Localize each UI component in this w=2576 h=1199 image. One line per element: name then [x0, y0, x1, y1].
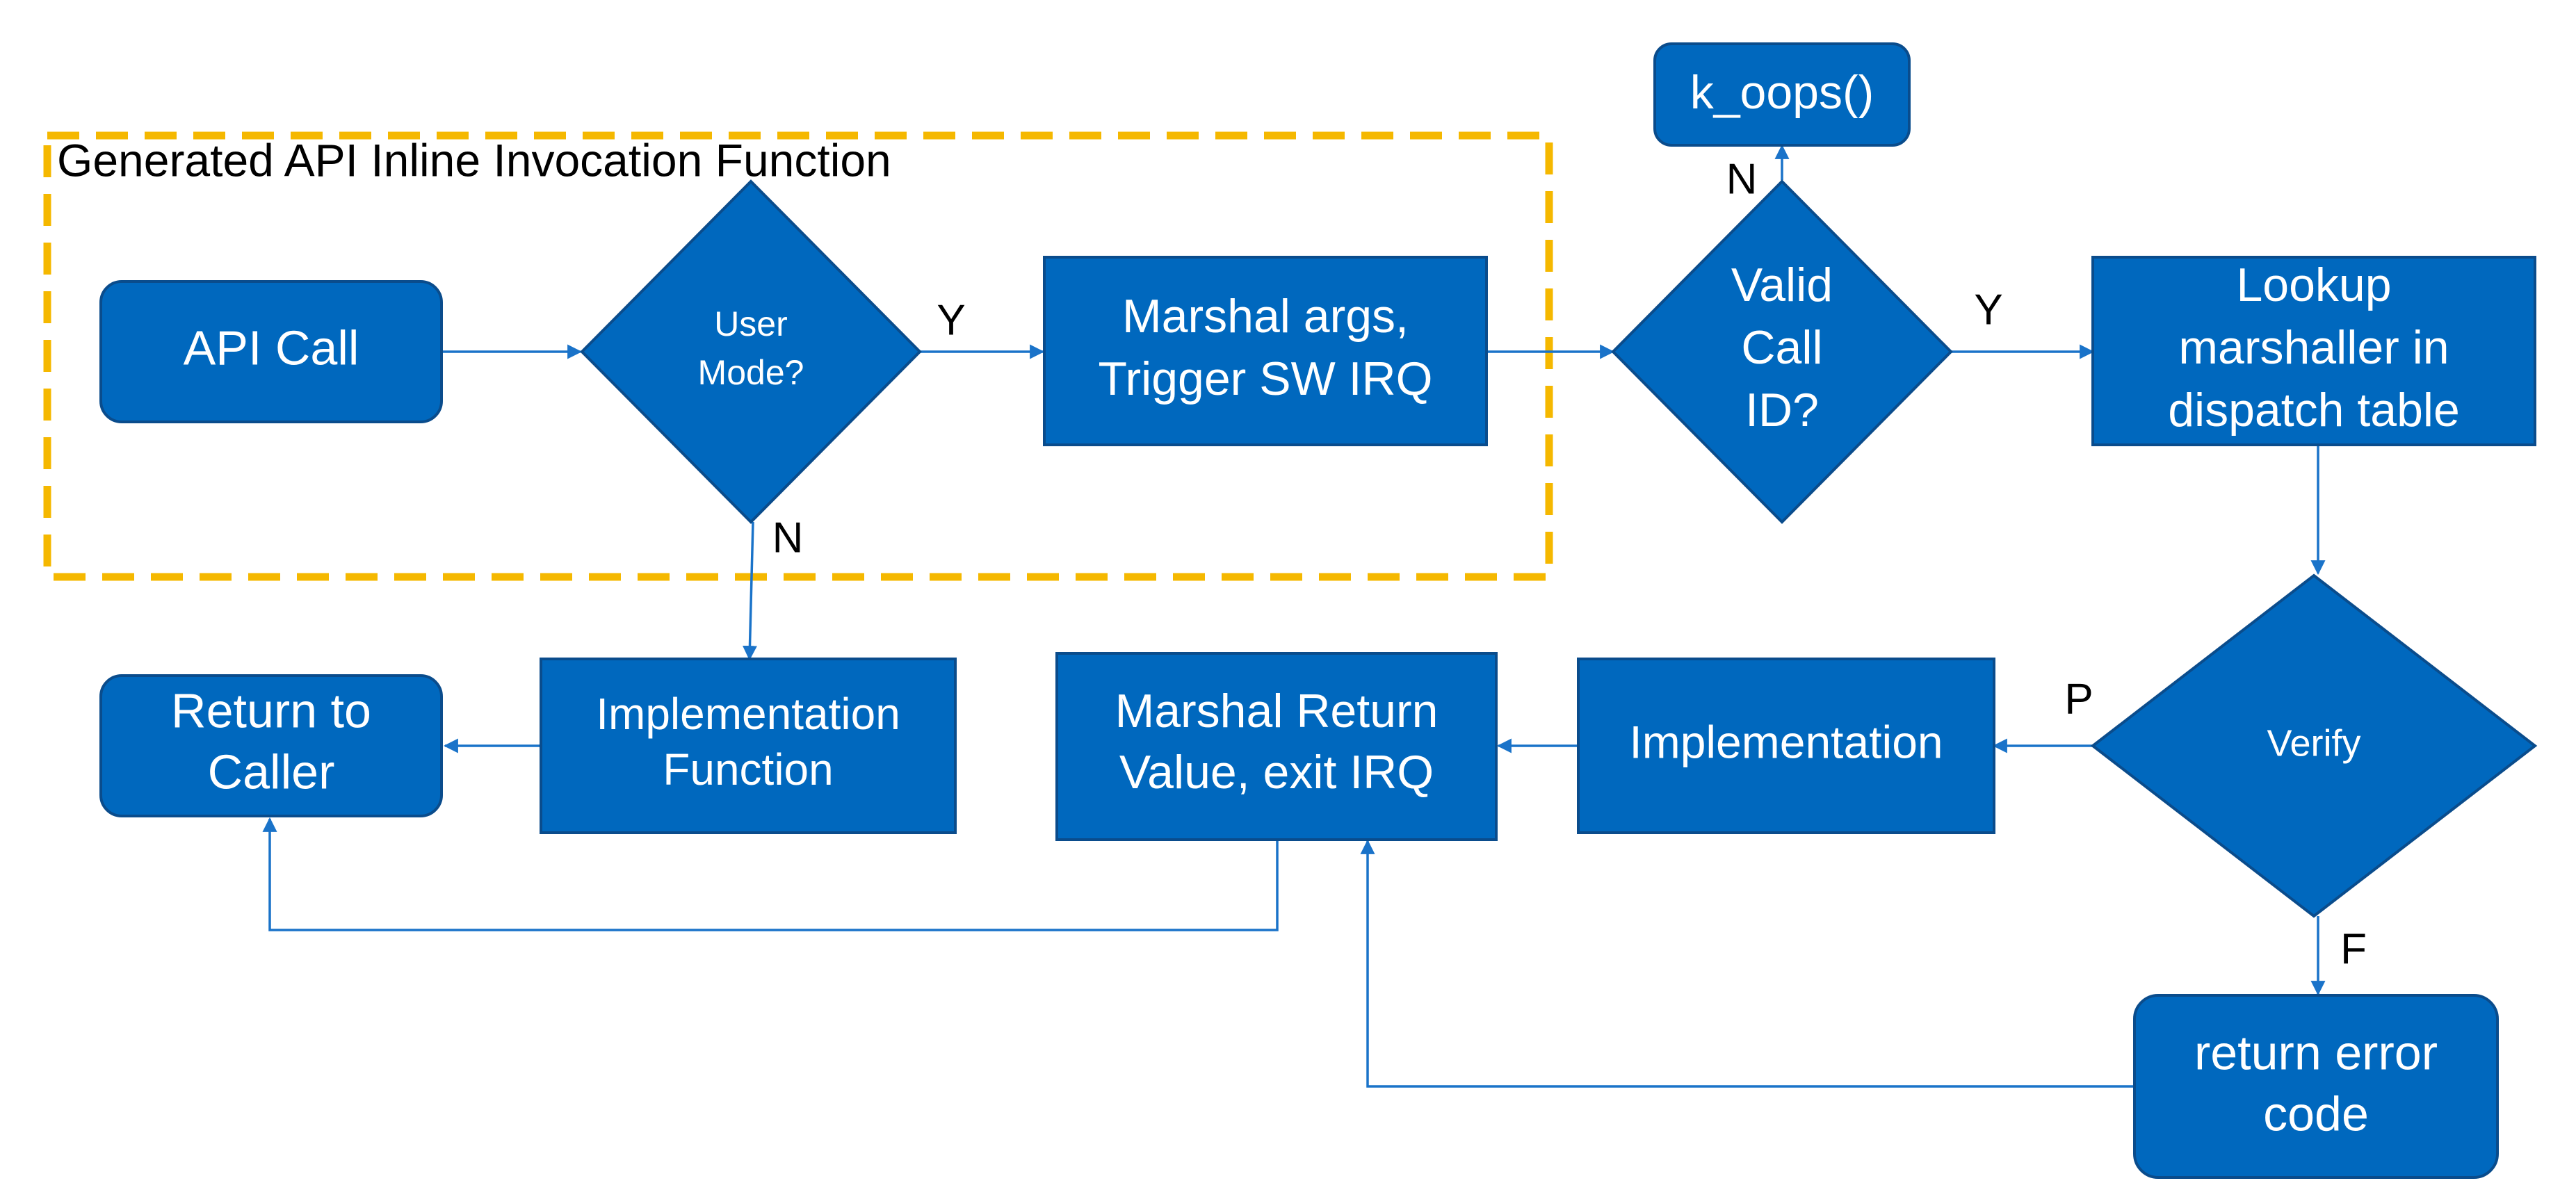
edges — [262, 144, 2326, 1088]
svg-text:k_oops(): k_oops() — [1690, 66, 1874, 119]
svg-text:Lookup: Lookup — [2236, 259, 2391, 311]
svg-text:API Call: API Call — [184, 320, 359, 375]
svg-text:Return to: Return to — [171, 683, 371, 737]
svg-text:Caller: Caller — [208, 744, 335, 799]
edge-usermode-to-implfunc — [742, 521, 757, 661]
node-implementation: Implementation — [1577, 658, 1995, 834]
svg-text:Implementation: Implementation — [596, 689, 900, 739]
decision-user-mode: User Mode? — [580, 179, 922, 524]
svg-text:Marshal Return: Marshal Return — [1115, 685, 1439, 737]
node-implementation-function: Implementation Function — [540, 658, 957, 834]
node-return-error-code: return error code — [2133, 994, 2499, 1179]
svg-text:Verify: Verify — [2267, 722, 2360, 764]
label-valid-yes: Y — [1974, 286, 2002, 334]
node-lookup-marshaller: Lookup marshaller in dispatch table — [2091, 256, 2536, 446]
svg-text:Mode?: Mode? — [698, 353, 804, 392]
svg-text:Implementation: Implementation — [1629, 716, 1943, 767]
svg-text:ID?: ID? — [1745, 384, 1819, 437]
label-usermode-yes: Y — [937, 296, 965, 344]
svg-text:Valid: Valid — [1731, 259, 1833, 311]
label-verify-pass: P — [2064, 675, 2093, 723]
svg-text:marshaller in: marshaller in — [2178, 321, 2449, 374]
decision-verify: Verify — [2090, 573, 2538, 918]
group-label: Generated API Inline Invocation Function — [57, 134, 891, 186]
node-marshal-args: Marshal args, Trigger SW IRQ — [1043, 256, 1488, 446]
decision-valid-call-id: Valid Call ID? — [1611, 179, 1953, 524]
label-valid-no: N — [1726, 155, 1758, 203]
node-k-oops: k_oops() — [1653, 42, 1911, 147]
svg-text:Trigger SW IRQ: Trigger SW IRQ — [1098, 352, 1432, 405]
svg-text:code: code — [2263, 1086, 2369, 1141]
node-return-to-caller: Return to Caller — [99, 674, 443, 817]
node-api-call: API Call — [99, 280, 443, 423]
svg-text:Function: Function — [663, 744, 833, 794]
svg-text:Call: Call — [1741, 321, 1822, 374]
label-verify-fail: F — [2340, 925, 2367, 973]
svg-text:dispatch table: dispatch table — [2168, 384, 2460, 437]
svg-text:User: User — [714, 304, 788, 343]
edge-marshalreturn-to-return — [262, 817, 1279, 931]
svg-text:Marshal args,: Marshal args, — [1122, 290, 1409, 343]
svg-text:Value, exit IRQ: Value, exit IRQ — [1119, 746, 1434, 799]
svg-text:return error: return error — [2194, 1025, 2438, 1079]
label-usermode-no: N — [772, 514, 804, 562]
node-marshal-return: Marshal Return Value, exit IRQ — [1055, 652, 1498, 841]
edge-error-to-marshalreturn — [1360, 839, 2134, 1088]
group-boundary — [43, 131, 1553, 581]
